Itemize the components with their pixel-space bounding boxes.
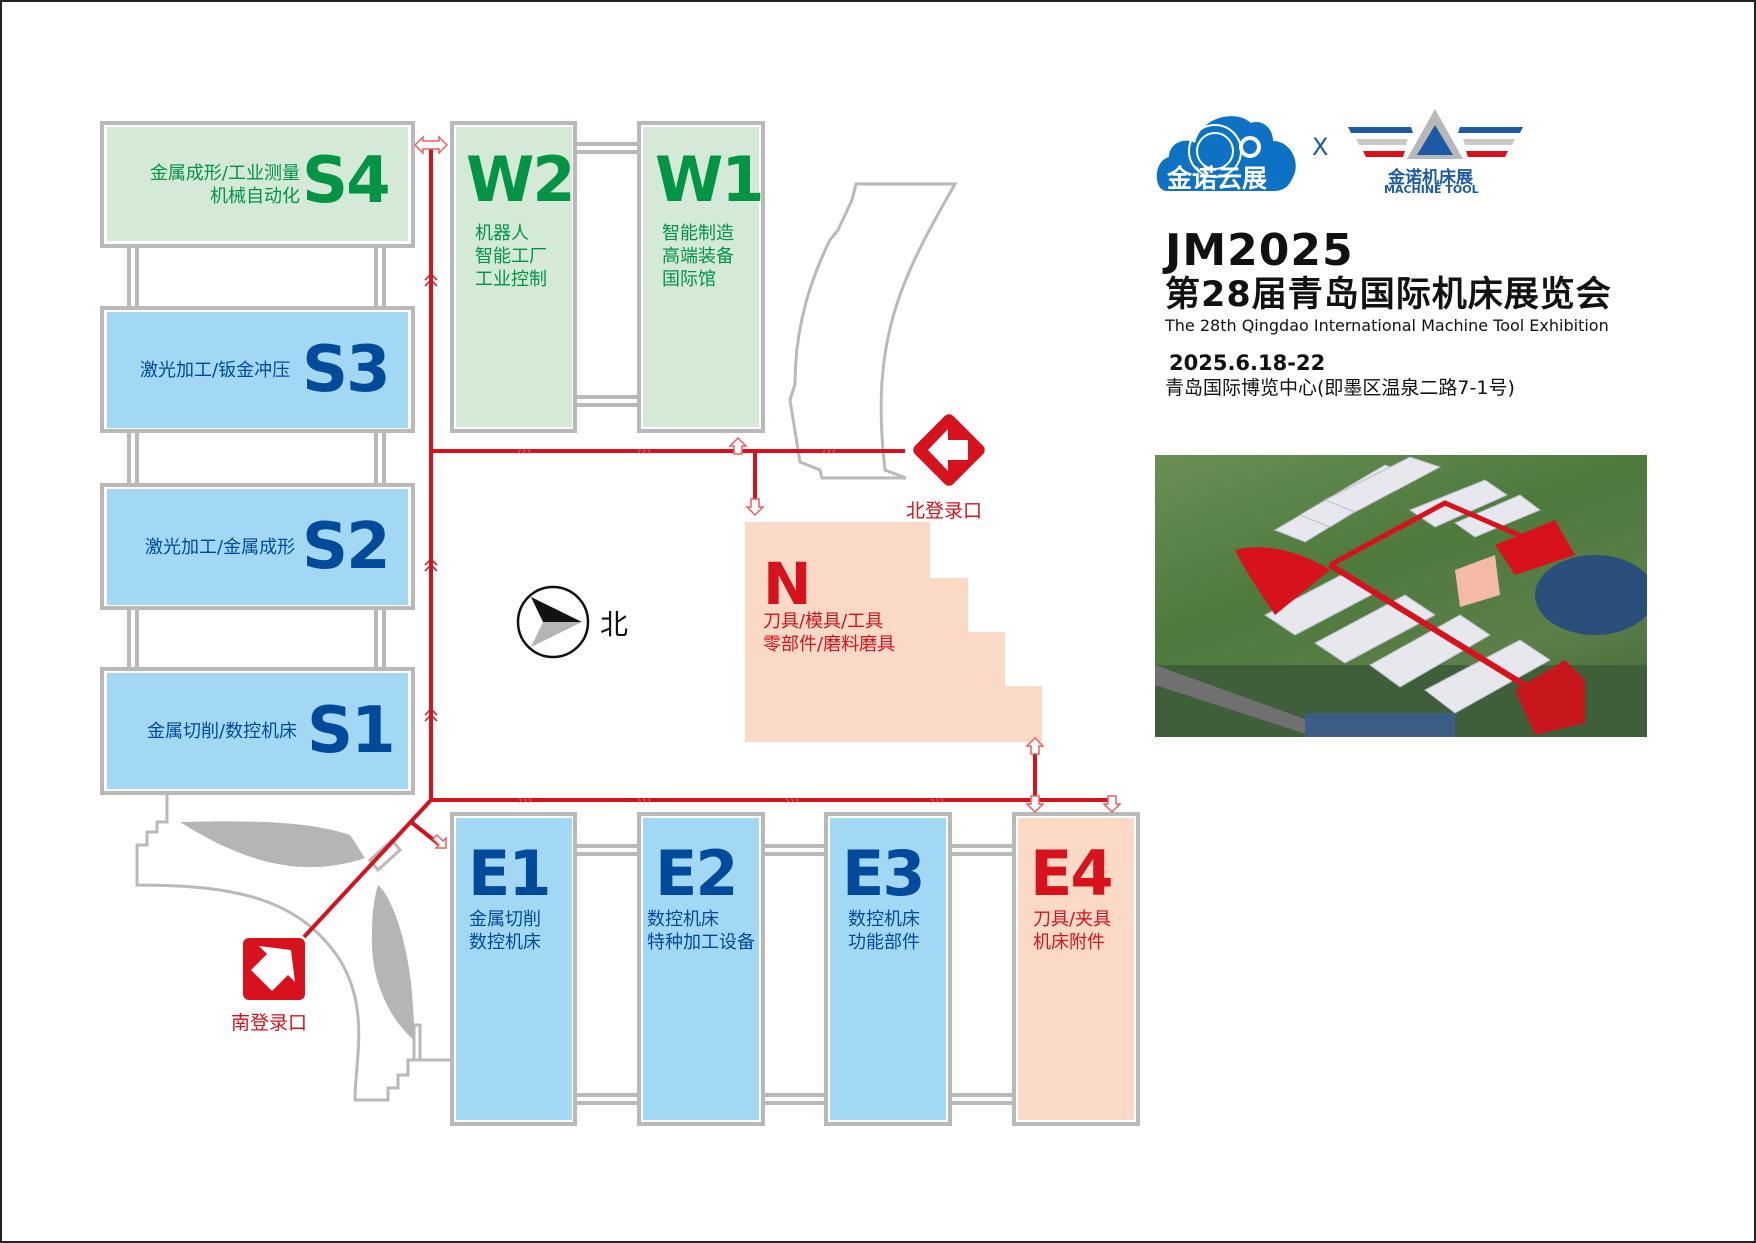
svg-text:‹‹‹: ‹‹‹ [637,444,651,458]
hall-s2-code: S2 [302,510,391,584]
svg-text:‹‹‹: ‹‹‹ [517,444,531,458]
hall-s4[interactable]: 金属成形/工业测量 机械自动化 S4 [107,127,408,241]
hall-s4-code: S4 [302,144,391,218]
hall-w2-code: W2 [466,143,576,216]
logo-right-en: MACHINE TOOL [1384,183,1479,196]
corridor-s2-s1-right [374,610,386,667]
north-arrow-icon [516,585,590,659]
compass-label: 北 [600,608,629,641]
compass [516,585,591,660]
south-entrance[interactable] [243,938,305,1000]
svg-text:›››: ››› [930,793,944,807]
svg-text:›››: ››› [785,793,799,807]
hall-e4[interactable]: E4 刀具/夹具 机床附件 [1018,818,1134,1120]
corridor-w2-w1-bottom [577,395,637,407]
exhibition-date: 2025.6.18-22 [1169,351,1326,375]
hall-e3[interactable]: E3 数控机床 功能部件 [830,818,946,1120]
hall-e2-desc: 数控机床 特种加工设备 [647,909,755,953]
hall-s3[interactable]: 激光加工/钣金冲压 S3 [107,312,408,428]
north-entrance-label: 北登录口 [906,500,983,522]
svg-text:‹‹‹: ‹‹‹ [822,444,836,458]
south-plaza-building [135,795,450,1102]
hall-s4-desc: 金属成形/工业测量 机械自动化 [149,163,300,207]
header-separator: X [1312,133,1329,161]
hall-w1[interactable]: W1 智能制造 高端装备 国际馆 [643,127,765,427]
corridor-s3-s2-right [374,433,386,483]
corridor-e2-e3-top [765,844,824,856]
brand-code: JM2025 [1165,225,1354,276]
hall-w2-desc: 机器人 智能工厂 工业控制 [475,223,547,290]
south-entrance-label: 南登录口 [231,1012,308,1034]
north-entrance[interactable] [906,407,992,493]
south-gray-dome-right [371,885,415,1040]
hall-s2[interactable]: 激光加工/金属成形 S2 [107,489,408,605]
north-curved-building [788,182,958,480]
hall-e2[interactable]: E2 数控机床 特种加工设备 [643,818,759,1120]
machine-tool-logo: 金诺机床展 MACHINE TOOL [1348,107,1523,199]
title-block: JM2025 第28届青岛国际机床展览会 The 28th Qingdao In… [1165,228,1612,400]
corridor-s3-s2-left [127,433,139,483]
hall-n[interactable]: N 刀具/模具/工具 零部件/磨料磨具 [745,522,930,742]
corridor-s4-s3-right [374,248,386,306]
hall-w2[interactable]: W2 机器人 智能工厂 工业控制 [456,127,576,427]
hall-s1[interactable]: 金属切削/数控机床 S1 [107,673,408,789]
hall-e1-desc: 金属切削 数控机床 [469,909,541,953]
aerial-photo [1155,455,1647,737]
logo-left-text: 金诺云展 [1167,164,1268,193]
south-gray-dome-top [180,821,365,868]
corridor-e3-e4-top [952,844,1012,856]
hall-s3-code: S3 [302,333,391,407]
corridor-e3-e4-bottom [952,1093,1012,1105]
triangle-wings-logo [1348,109,1523,159]
corridor-s2-s1-left [127,610,139,667]
hall-e1-code: E1 [468,837,551,910]
arrow-left-diamond-icon [913,414,985,486]
hall-e1[interactable]: E1 金属切削 数控机床 [456,818,572,1120]
hall-n-desc: 刀具/模具/工具 零部件/磨料磨具 [763,611,896,655]
hall-n-code: N [763,550,812,618]
hall-e2-code: E2 [655,837,738,910]
south-plaza-link [367,837,403,873]
logo-right-cn: 金诺机床展 [1388,168,1473,188]
exhibition-title-en: The 28th Qingdao International Machine T… [1165,316,1609,335]
corridor-e2-e3-bottom [765,1093,824,1105]
corridor-e1-e2-bottom [577,1093,637,1105]
hall-w1-code: W1 [655,143,765,216]
hall-e4-code: E4 [1030,837,1113,910]
svg-text:›››: ››› [518,793,532,807]
hall-e3-desc: 数控机床 功能部件 [848,909,920,953]
hall-s2-desc: 激光加工/金属成形 [145,537,296,558]
hall-e4-desc: 刀具/夹具 机床附件 [1033,909,1112,953]
corridor-e1-e2-top [577,844,637,856]
jinnuo-cloud-logo: 金诺云展 [1155,107,1300,195]
arrow-up-right-square-icon [251,946,295,991]
hall-s1-code: S1 [307,694,396,768]
corridor-s4-s3-left [127,248,139,306]
hall-w1-desc: 智能制造 高端装备 国际馆 [662,223,734,290]
corridor-w2-w1-top [577,142,637,154]
svg-text:›››: ››› [637,793,651,807]
cloud-gear-logo [1156,116,1296,191]
hall-s3-desc: 激光加工/钣金冲压 [140,360,291,381]
exhibition-venue: 青岛国际博览中心(即墨区温泉二路7-1号) [1165,377,1515,399]
hall-s1-desc: 金属切削/数控机床 [147,721,298,742]
hall-e3-code: E3 [842,837,925,910]
exhibition-title-cn: 第28届青岛国际机床展览会 [1165,275,1612,315]
